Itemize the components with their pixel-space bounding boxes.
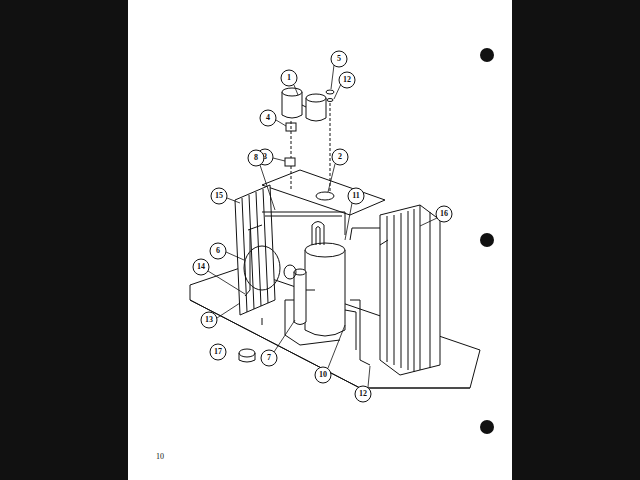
callout-number: 8 bbox=[254, 154, 258, 162]
callout-number: 5 bbox=[337, 55, 341, 63]
callout-number: 2 bbox=[338, 153, 342, 161]
callout-number: 12 bbox=[359, 390, 367, 398]
callout-number: 14 bbox=[197, 263, 205, 271]
callout-number: 6 bbox=[216, 247, 220, 255]
callout-number: 17 bbox=[214, 348, 222, 356]
callout-number: 15 bbox=[215, 192, 223, 200]
callout-number: 12 bbox=[343, 76, 351, 84]
callout-number: 11 bbox=[352, 192, 360, 200]
callout-number: 4 bbox=[266, 114, 270, 122]
callout-number: 7 bbox=[267, 354, 271, 362]
callout-number: 1 bbox=[287, 74, 291, 82]
callout-number: 13 bbox=[205, 316, 213, 324]
callout-number: 16 bbox=[440, 210, 448, 218]
callout-number: 3 bbox=[263, 153, 267, 161]
page-number: 10 bbox=[156, 453, 164, 461]
callout-number: 10 bbox=[319, 371, 327, 379]
